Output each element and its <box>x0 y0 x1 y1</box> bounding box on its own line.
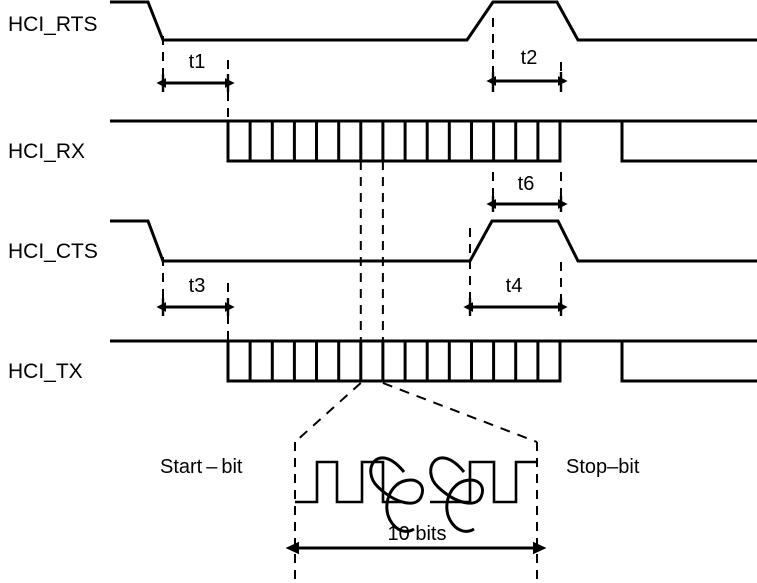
signal-hci-rx <box>110 119 757 163</box>
signal-label-hci-tx: HCI_TX <box>8 360 83 383</box>
signal-hci-tx <box>110 339 757 383</box>
signal-label-hci-rts: HCI_RTS <box>8 13 97 36</box>
hci-tx-bit-cells <box>248 341 540 381</box>
hci-cts-waveform <box>110 219 757 263</box>
hci-rts-waveform <box>110 0 757 42</box>
hci-tx-data-block <box>226 339 562 383</box>
dimension-t2: t2 <box>486 47 568 92</box>
hci-rx-data-block <box>226 119 562 163</box>
waveform-break-symbol-2 <box>429 456 484 533</box>
signal-label-hci-cts: HCI_CTS <box>8 240 98 263</box>
bit-count-label: 10 bits <box>388 523 447 545</box>
hci-tx-data-block-2 <box>620 341 757 383</box>
leader-left <box>294 382 362 443</box>
dimension-10-bits: 10 bits <box>285 523 547 555</box>
detail-expansion-leaders <box>294 382 538 583</box>
reference-lines <box>162 18 562 345</box>
dimension-t4: t4 <box>463 275 568 316</box>
timing-label-t4: t4 <box>506 275 523 297</box>
timing-label-t6: t6 <box>518 173 535 195</box>
signal-label-hci-rx: HCI_RX <box>8 140 85 163</box>
dimension-t1: t1 <box>156 51 235 92</box>
signal-hci-rts <box>110 0 757 42</box>
stop-bit-label: Stop–bit <box>566 456 640 478</box>
timing-label-t1: t1 <box>189 51 206 73</box>
leader-right <box>382 382 538 443</box>
timing-label-t2: t2 <box>521 47 538 69</box>
hci-rx-bit-cells <box>248 121 540 161</box>
detail-waveform <box>295 456 537 533</box>
dimension-t3: t3 <box>156 275 235 316</box>
timing-label-t3: t3 <box>189 275 206 297</box>
detail-wave-right <box>430 460 537 504</box>
signal-hci-cts <box>110 219 757 263</box>
detail-wave-left <box>295 460 404 504</box>
dimension-t6: t6 <box>486 173 568 212</box>
waveform-break-symbol-1 <box>369 456 424 533</box>
start-bit-label: Start – bit <box>160 456 243 478</box>
hci-rx-data-block-2 <box>620 121 757 163</box>
